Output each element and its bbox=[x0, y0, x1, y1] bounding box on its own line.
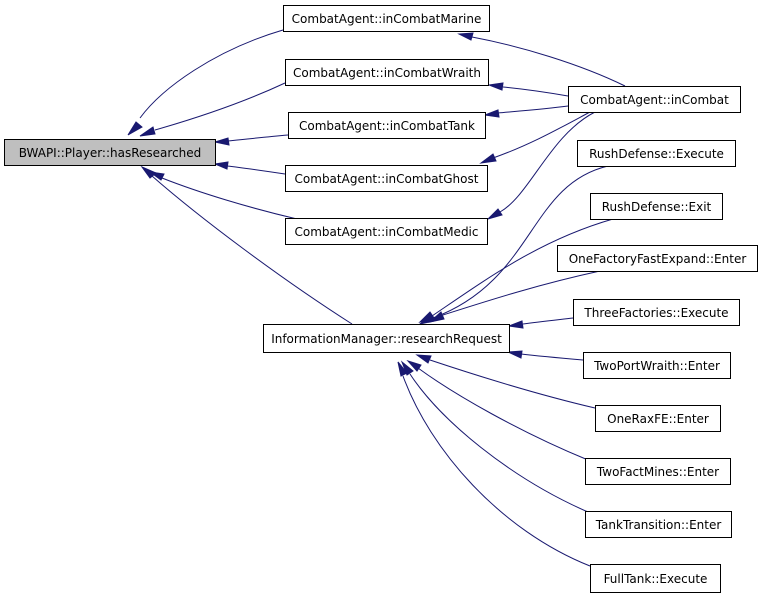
edge-incombat-to-marine bbox=[457, 32, 626, 87]
edge-twofactmines-to-research bbox=[406, 359, 589, 461]
svg-text:TwoFactMines::Enter: TwoFactMines::Enter bbox=[596, 465, 719, 479]
edge-oneraxfe-to-research bbox=[415, 354, 596, 409]
edge-ghost-to-root bbox=[213, 161, 286, 175]
edge-incombat-to-ghost bbox=[479, 111, 591, 164]
node-full-tank-execute[interactable]: FullTank::Execute bbox=[590, 564, 721, 593]
svg-text:TwoPortWraith::Enter: TwoPortWraith::Enter bbox=[593, 359, 720, 373]
node-has-researched[interactable]: BWAPI::Player::hasResearched bbox=[4, 139, 216, 166]
edge-incombat-to-tank bbox=[483, 105, 569, 118]
node-in-combat-tank[interactable]: CombatAgent::inCombatTank bbox=[288, 112, 486, 139]
node-tank-transition-enter[interactable]: TankTransition::Enter bbox=[585, 511, 732, 538]
edge-rushexit-to-research bbox=[418, 218, 614, 324]
node-one-factory-fast-expand-enter[interactable]: OneFactoryFastExpand::Enter bbox=[557, 245, 758, 272]
edge-threefact-to-research bbox=[507, 317, 574, 329]
edge-medic-to-root bbox=[149, 171, 298, 220]
svg-text:OneRaxFE::Enter: OneRaxFE::Enter bbox=[607, 412, 709, 426]
svg-text:OneFactoryFastExpand::Enter: OneFactoryFastExpand::Enter bbox=[569, 252, 747, 266]
edge-wraith-to-root bbox=[139, 82, 286, 137]
node-in-combat-medic[interactable]: CombatAgent::inCombatMedic bbox=[285, 218, 488, 245]
node-in-combat-wraith[interactable]: CombatAgent::inCombatWraith bbox=[285, 59, 489, 86]
svg-text:CombatAgent::inCombatMarine: CombatAgent::inCombatMarine bbox=[292, 12, 482, 26]
svg-text:CombatAgent::inCombatGhost: CombatAgent::inCombatGhost bbox=[295, 172, 479, 186]
node-in-combat-ghost[interactable]: CombatAgent::inCombatGhost bbox=[285, 165, 488, 192]
node-two-port-wraith-enter[interactable]: TwoPortWraith::Enter bbox=[583, 352, 731, 379]
node-rush-defense-exit[interactable]: RushDefense::Exit bbox=[590, 193, 723, 220]
svg-text:CombatAgent::inCombatMedic: CombatAgent::inCombatMedic bbox=[294, 225, 478, 239]
edge-incombat-to-wraith bbox=[487, 82, 569, 97]
svg-text:RushDefense::Execute: RushDefense::Execute bbox=[589, 147, 724, 161]
edge-fulltank-to-research bbox=[397, 361, 591, 567]
node-two-fact-mines-enter[interactable]: TwoFactMines::Enter bbox=[585, 458, 731, 485]
svg-text:BWAPI::Player::hasResearched: BWAPI::Player::hasResearched bbox=[19, 146, 202, 160]
edge-marine-to-root bbox=[127, 29, 284, 136]
edge-tanktrans-to-research bbox=[400, 360, 589, 513]
node-in-combat[interactable]: CombatAgent::inCombat bbox=[568, 86, 741, 113]
svg-text:CombatAgent::inCombatTank: CombatAgent::inCombatTank bbox=[299, 119, 475, 133]
node-research-request[interactable]: InformationManager::researchRequest bbox=[263, 324, 510, 353]
edge-twoport-to-research bbox=[507, 350, 584, 361]
edge-incombat-to-medic bbox=[486, 111, 596, 221]
node-rush-defense-execute[interactable]: RushDefense::Execute bbox=[577, 140, 736, 167]
svg-text:TankTransition::Enter: TankTransition::Enter bbox=[595, 518, 722, 532]
svg-text:RushDefense::Exit: RushDefense::Exit bbox=[602, 200, 712, 214]
edge-onefactory-to-research bbox=[428, 270, 601, 323]
svg-text:InformationManager::researchRe: InformationManager::researchRequest bbox=[271, 332, 502, 346]
node-three-factories-execute[interactable]: ThreeFactories::Execute bbox=[573, 299, 740, 326]
svg-text:CombatAgent::inCombatWraith: CombatAgent::inCombatWraith bbox=[293, 66, 481, 80]
svg-text:ThreeFactories::Execute: ThreeFactories::Execute bbox=[583, 306, 728, 320]
node-one-rax-fe-enter[interactable]: OneRaxFE::Enter bbox=[595, 405, 721, 432]
svg-text:CombatAgent::inCombat: CombatAgent::inCombat bbox=[580, 93, 729, 107]
node-in-combat-marine[interactable]: CombatAgent::inCombatMarine bbox=[283, 5, 490, 32]
svg-text:FullTank::Execute: FullTank::Execute bbox=[604, 572, 708, 586]
edge-research-to-root bbox=[140, 165, 353, 325]
edge-tank-to-root bbox=[213, 134, 289, 146]
